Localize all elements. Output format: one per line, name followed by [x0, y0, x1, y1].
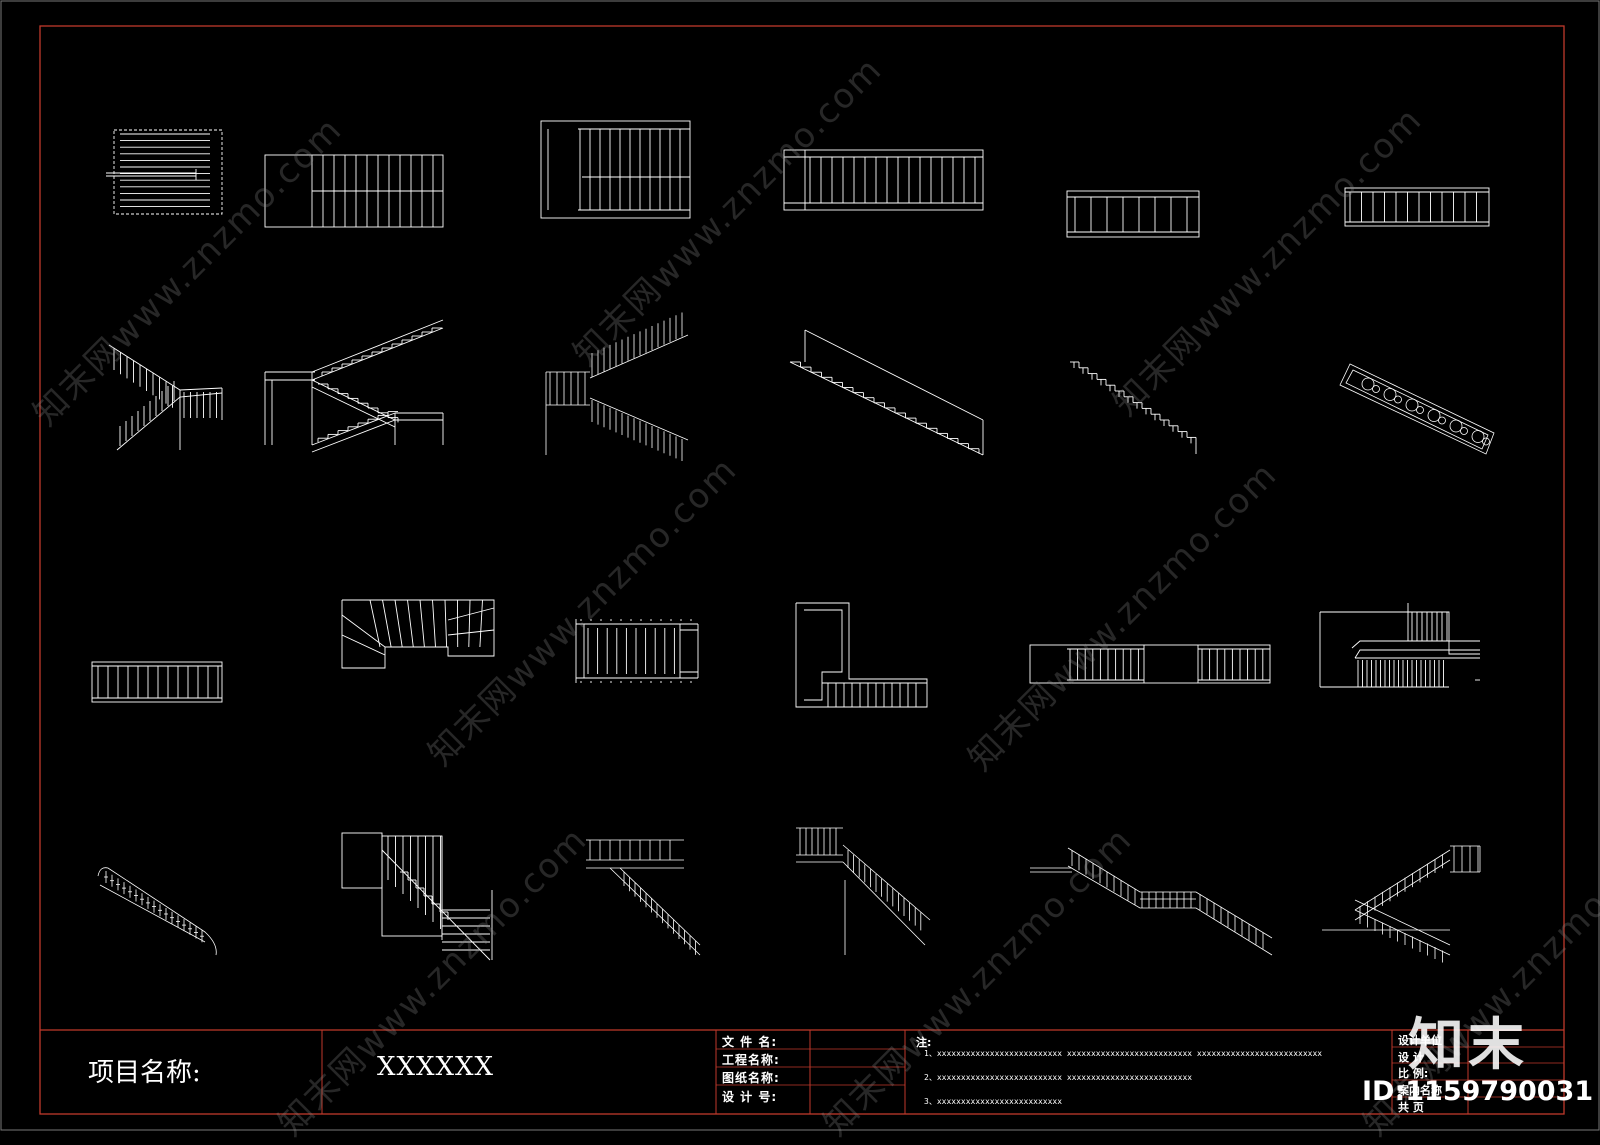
project-title-label: 工程名称:: [722, 1051, 780, 1068]
stair-plan-4: [784, 150, 983, 210]
stair-section-2: [265, 320, 443, 452]
stair-plan-7: [92, 662, 222, 702]
stair-plan-10: [796, 603, 927, 707]
stair-plan-12: [1320, 603, 1480, 687]
note-line-2: 2、xxxxxxxxxxxxxxxxxxxxxxxxxx xxxxxxxxxxx…: [924, 1072, 1192, 1083]
stair-plan-8: [342, 600, 494, 668]
stair-elevation-16: [796, 828, 930, 955]
project-name-label: 项目名称:: [88, 1052, 201, 1089]
stair-elevation-18: [1322, 846, 1480, 963]
design-number-label: 设 计 号:: [722, 1088, 777, 1105]
note-line-3: 3、xxxxxxxxxxxxxxxxxxxxxxxxxx: [924, 1096, 1062, 1107]
stair-plan-6: [1345, 188, 1489, 226]
document-id: ID:1159790031: [1362, 1076, 1593, 1107]
stair-elevation-15: [586, 840, 700, 955]
stair-plan-3: [541, 121, 690, 218]
stair-elevation-13: [98, 868, 216, 955]
drawing-name-label: 图纸名称:: [722, 1069, 780, 1086]
project-name-value: XXXXXX: [377, 1052, 494, 1082]
file-name-label: 文 件 名:: [722, 1033, 777, 1050]
stair-section-4: [790, 330, 983, 455]
brand-logo: 知末: [1408, 1000, 1528, 1081]
ornamental-railing-6: [1340, 364, 1494, 454]
note-line-1: 1、xxxxxxxxxxxxxxxxxxxxxxxxxx xxxxxxxxxxx…: [924, 1048, 1322, 1059]
stair-plan-1: [106, 130, 222, 214]
stair-plan-5: [1067, 191, 1199, 237]
